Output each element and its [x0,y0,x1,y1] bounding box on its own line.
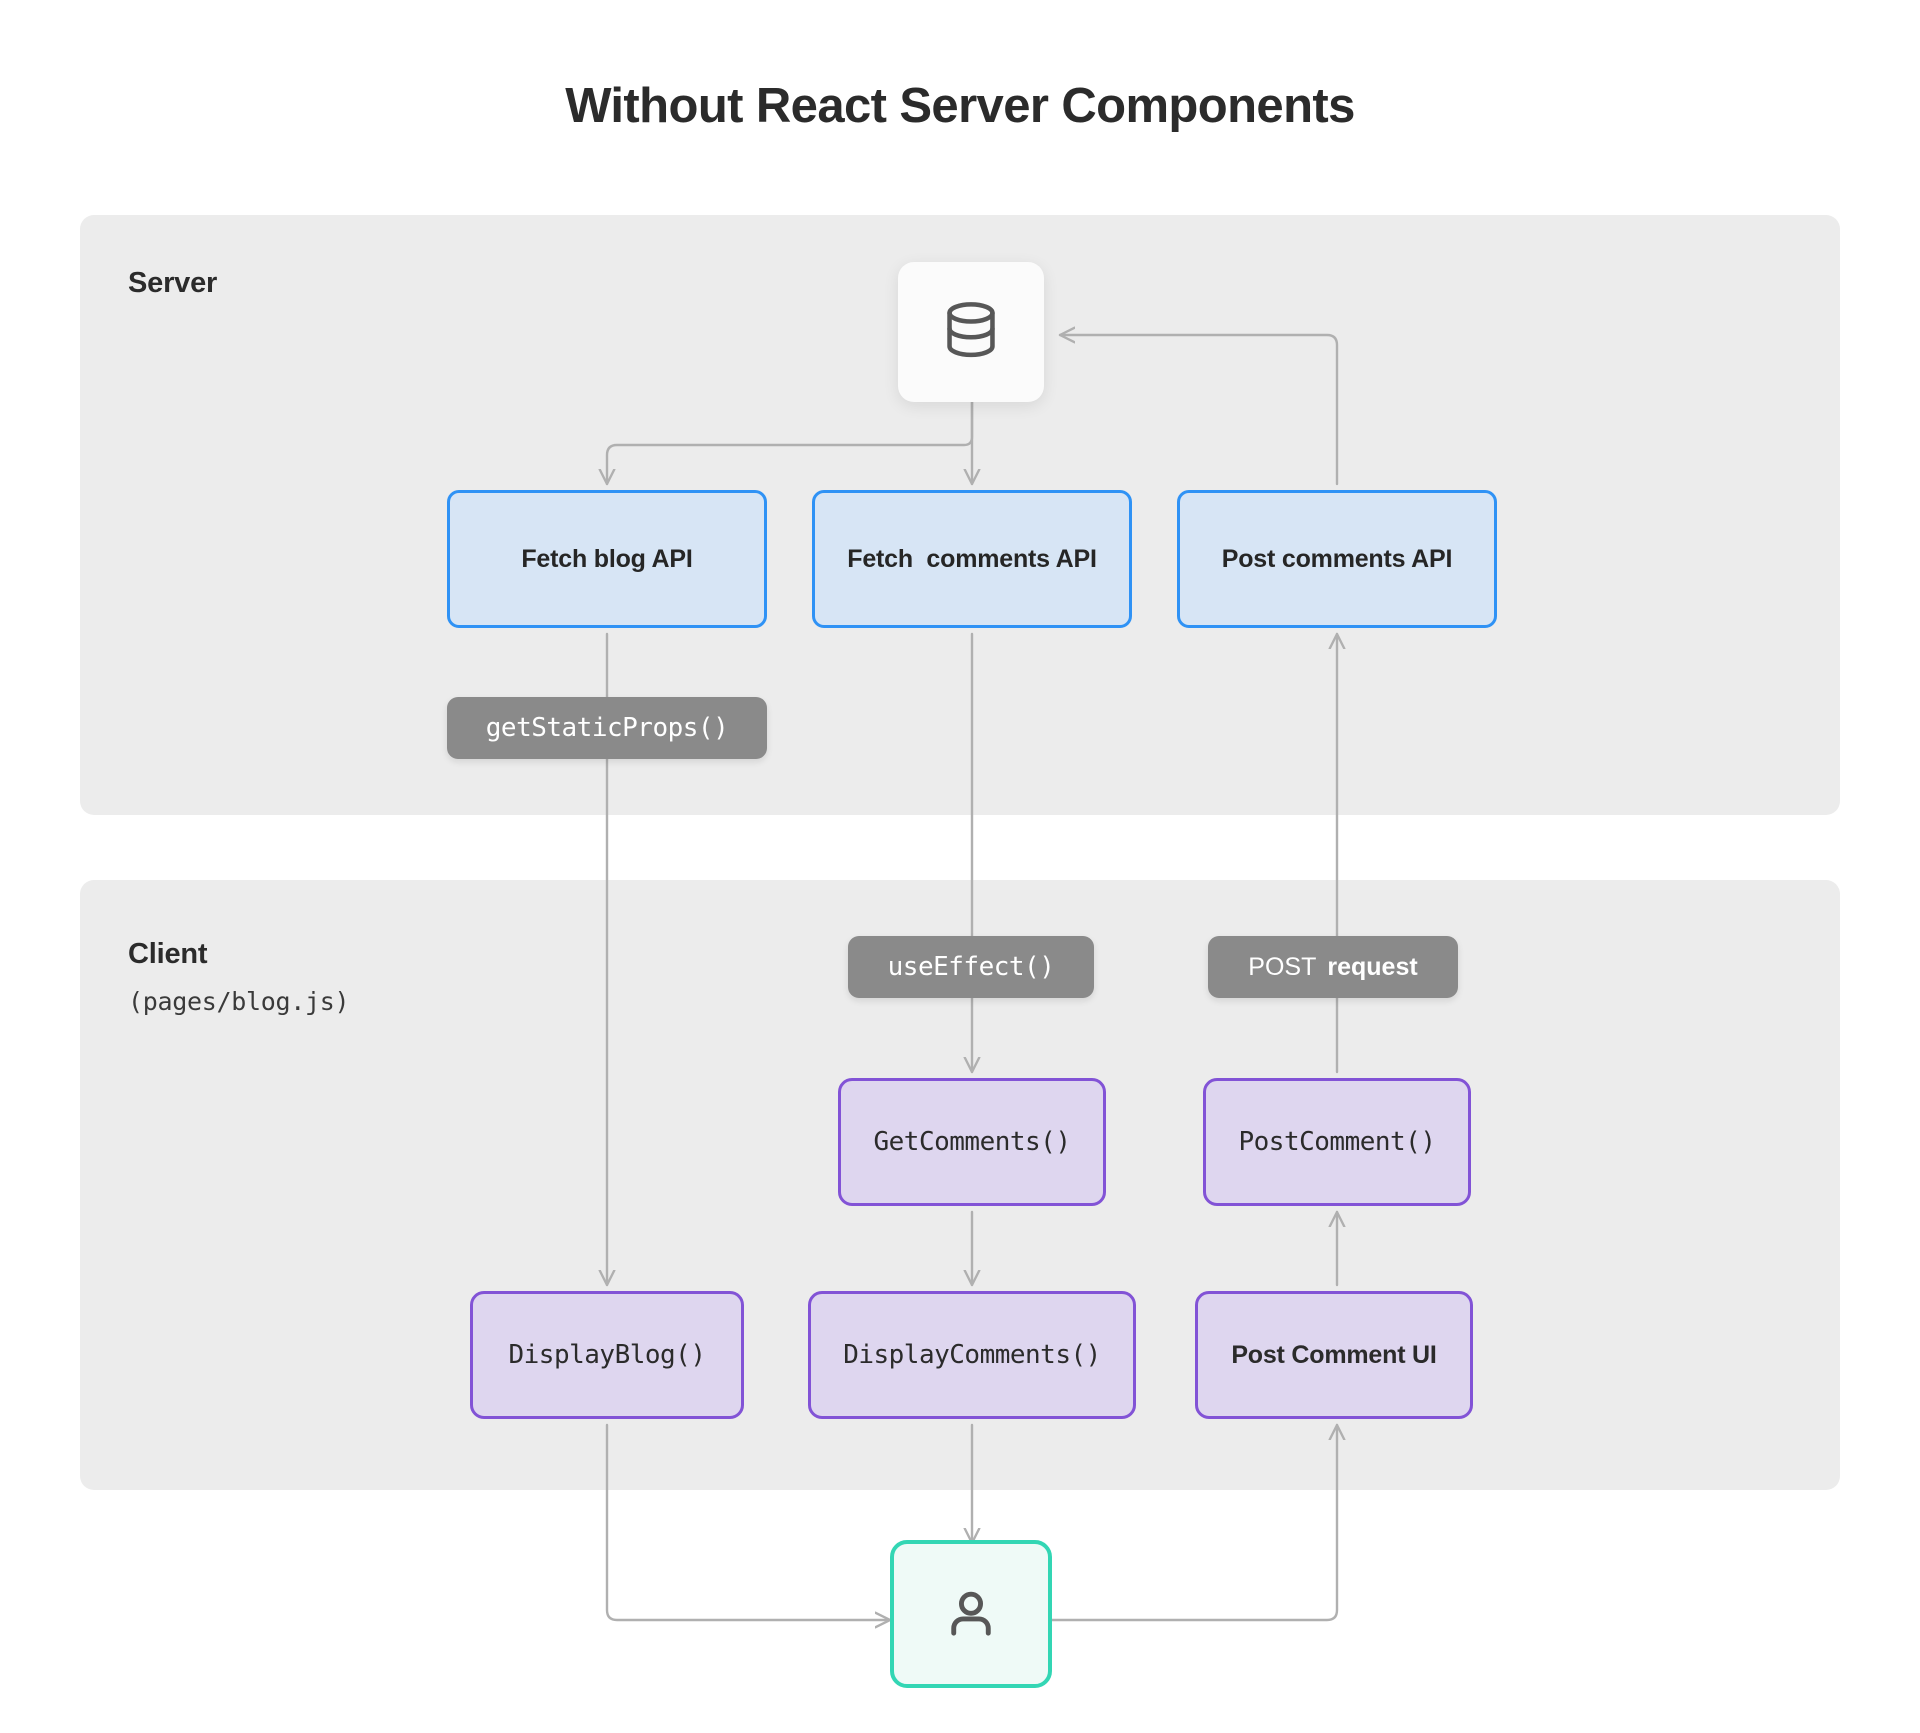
node-post-comments-api-label: Post comments API [1221,544,1453,573]
node-get-comments-label: GetComments() [873,1127,1072,1157]
pill-post-request: POST request [1208,936,1458,998]
node-display-comments-label: DisplayComments() [843,1340,1101,1370]
user-node[interactable] [890,1540,1052,1688]
node-get-comments[interactable]: GetComments() [838,1078,1106,1206]
database-icon [947,302,995,358]
node-post-comment[interactable]: PostComment() [1203,1078,1471,1206]
pill-use-effect: useEffect() [848,936,1094,998]
zone-client-label: Client [128,938,208,970]
node-post-comment-label: PostComment() [1238,1127,1437,1157]
node-post-comments-api[interactable]: Post comments API [1177,490,1497,628]
node-fetch-blog-api-label: Fetch blog API [521,544,693,573]
pill-get-static-props-label: getStaticProps() [485,713,729,743]
page-title: Without React Server Components [565,79,1355,133]
node-fetch-comments-api[interactable]: Fetch comments API [812,490,1132,628]
node-post-comment-ui-label: Post Comment UI [1231,1340,1437,1369]
node-display-blog-label: DisplayBlog() [508,1340,707,1370]
node-post-comment-ui[interactable]: Post Comment UI [1195,1291,1473,1419]
pill-get-static-props: getStaticProps() [447,697,767,759]
pill-post-request-method: POST [1248,952,1317,981]
node-display-comments[interactable]: DisplayComments() [808,1291,1136,1419]
node-fetch-blog-api[interactable]: Fetch blog API [447,490,767,628]
pill-use-effect-label: useEffect() [887,952,1055,982]
database-node[interactable] [898,262,1044,402]
node-fetch-comments-api-label: Fetch comments API [847,544,1097,573]
zone-server-label: Server [128,267,218,299]
user-icon [951,1591,991,1636]
node-display-blog[interactable]: DisplayBlog() [470,1291,744,1419]
zone-client-subtitle: (pages/blog.js) [128,987,350,1016]
pill-post-request-word: request [1327,952,1418,981]
